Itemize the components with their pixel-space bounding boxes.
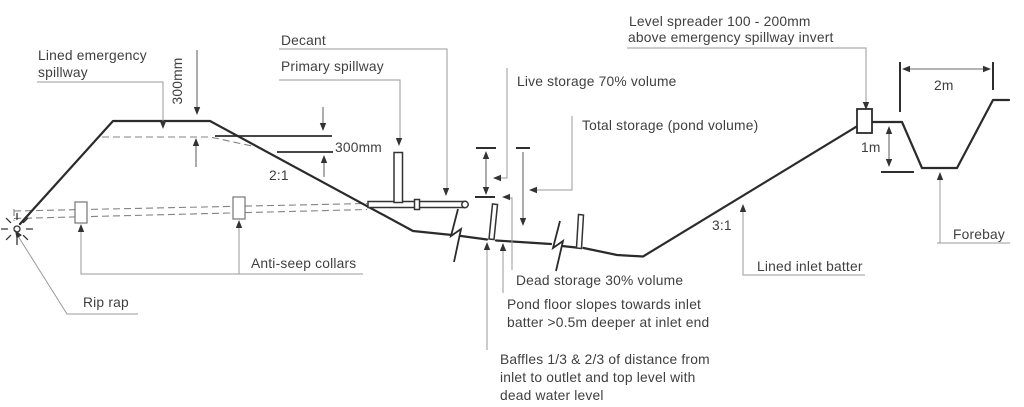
baffle [575,213,585,250]
anti-seep-collar [232,196,246,220]
primary-spillway-riser [393,151,404,204]
lined-inlet-batter-label: Lined inlet batter [757,259,863,274]
dimension-lines [195,50,994,219]
baffle [488,203,499,241]
emergency-spillway-invert-dashed-line [102,136,253,147]
spillway-level-lines [215,135,333,153]
break-line-symbols [449,208,565,272]
anti-seep-collar [74,201,88,224]
baffles-label: inlet to outlet and top level with [500,370,695,385]
rip-rap-splash-icon [0,212,34,246]
pond-floor-label: Pond floor slopes towards inlet [507,297,701,312]
baffles-label: Baffles 1/3 & 2/3 of distance from [500,352,710,367]
decant-pipe [367,198,469,211]
forebay-width-dim-label: 2m [934,78,954,93]
embankment-and-pond-outline [18,98,1011,258]
buried-decant-pipe-dashed-lines [13,202,368,221]
crest-freeboard-dim-label: 300mm [170,57,185,104]
level-spreader-label: above emergency spillway invert [628,30,834,45]
anti-seep-collars-label: Anti-seep collars [251,256,356,271]
level-spreader [856,108,873,134]
arrowheads [15,65,991,251]
decant-label: Decant [281,33,326,48]
lined-emergency-spillway-label: spillway [38,65,88,80]
baffles-label: dead water level [500,388,604,403]
total-storage-label: Total storage (pond volume) [582,118,758,133]
level-spreader-label: Level spreader 100 - 200mm [629,14,811,29]
primary-spillway-label: Primary spillway [281,59,384,74]
forebay-depth-dim-label: 1m [861,140,881,155]
live-storage-label: Live storage 70% volume [517,74,677,89]
lined-emergency-spillway-label: Lined emergency [38,48,147,63]
inlet-slope-label: 3:1 [712,218,732,233]
text-labels: Lined emergency spillway 300mm Decant Pr… [38,14,1005,403]
forebay-label: Forebay [953,227,1005,242]
dead-storage-label: Dead storage 30% volume [516,273,683,288]
embankment-slope-label: 2:1 [269,168,289,183]
rip-rap-label: Rip rap [83,295,129,310]
pond-floor-label: batter >0.5m deeper at inlet end [507,315,709,330]
spillway-drop-dim-label: 300mm [335,140,382,155]
